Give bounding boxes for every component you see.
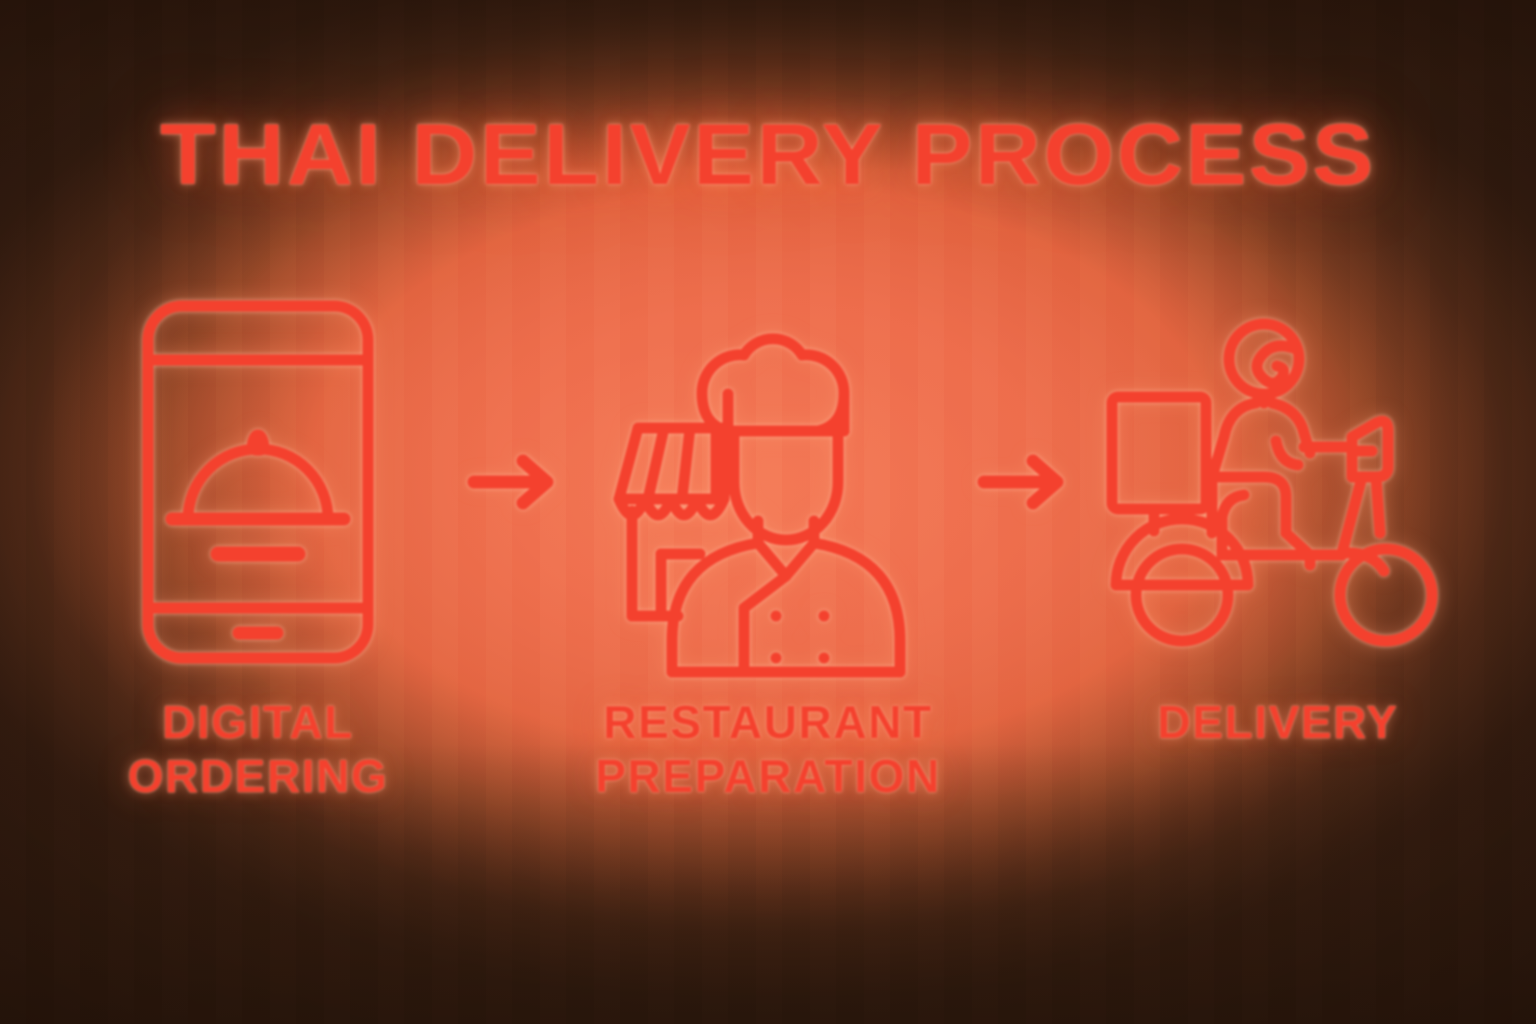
page-title: THAI DELIVERY PROCESS: [160, 107, 1376, 203]
delivery-scooter-icon: [1104, 282, 1452, 682]
process-step-restaurant-preparation: RESTAURANT PREPARATION: [588, 282, 948, 804]
step-label: DELIVERY: [1157, 696, 1398, 750]
step-label-line-1: RESTAURANT: [603, 696, 933, 748]
step-label: DIGITAL ORDERING: [128, 696, 389, 804]
smartphone-food-order-icon: [142, 282, 374, 682]
step-label: RESTAURANT PREPARATION: [595, 696, 941, 804]
step-label-line-2: ORDERING: [127, 749, 389, 802]
process-step-delivery: DELIVERY: [1098, 282, 1458, 750]
arrow-right-icon: [948, 282, 1098, 682]
background-bottom-shade: [0, 744, 1536, 1024]
chef-restaurant-icon: [612, 282, 924, 682]
process-steps: DIGITAL ORDERING: [60, 282, 1476, 922]
step-label-line-2: PREPARATION: [595, 749, 941, 802]
step-label-line-1: DELIVERY: [1157, 696, 1399, 748]
arrow-right-icon: [438, 282, 588, 682]
process-step-digital-ordering: DIGITAL ORDERING: [78, 282, 438, 804]
step-label-line-1: DIGITAL: [162, 696, 354, 748]
background-top-shade: [0, 0, 1536, 170]
